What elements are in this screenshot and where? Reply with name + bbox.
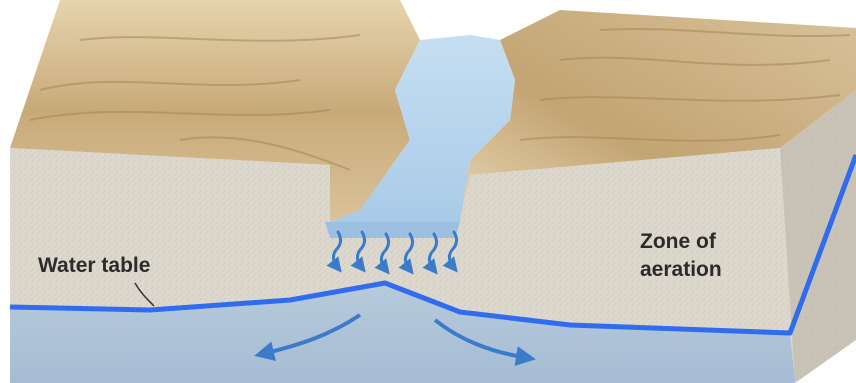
water-table-label: Water table	[38, 254, 150, 277]
zone-of-aeration-label-line2: aeration	[640, 258, 722, 281]
zone-of-aeration-label-line1: Zone of	[640, 230, 717, 253]
stream-notch	[325, 222, 460, 238]
